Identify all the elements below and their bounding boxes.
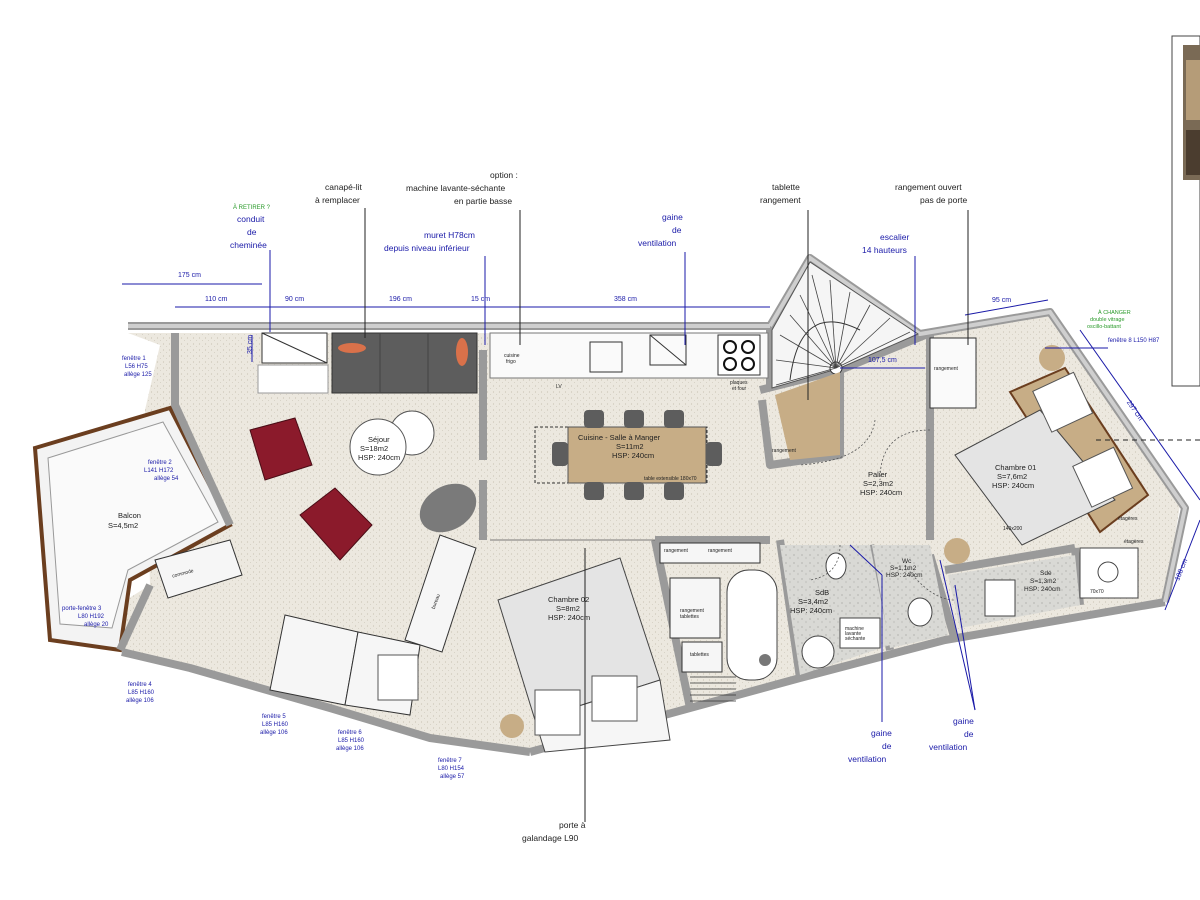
svg-text:110 cm: 110 cm bbox=[205, 296, 228, 303]
svg-text:175 cm: 175 cm bbox=[178, 272, 201, 279]
svg-text:95 cm: 95 cm bbox=[992, 297, 1011, 304]
leader-lines bbox=[269, 208, 1200, 822]
svg-text:commode: commode bbox=[172, 568, 195, 580]
label-lv: LV bbox=[556, 384, 562, 390]
commode: commode bbox=[154, 539, 243, 599]
svg-text:70x70: 70x70 bbox=[1090, 589, 1104, 595]
storage-bottom bbox=[269, 614, 421, 716]
sofa bbox=[331, 332, 478, 394]
coffee-tables bbox=[349, 410, 477, 533]
bed-chambre-01: 140x200 étagères étagères bbox=[954, 345, 1150, 546]
bed-chambre-02 bbox=[497, 557, 671, 753]
svg-text:90 cm: 90 cm bbox=[285, 296, 304, 303]
svg-text:35 cm: 35 cm bbox=[247, 335, 254, 354]
svg-text:rangement: rangement bbox=[934, 366, 959, 372]
dimension-lines bbox=[122, 283, 1200, 611]
svg-text:étagères: étagères bbox=[1118, 516, 1138, 522]
svg-text:À RETIRER ?: À RETIRER ? bbox=[233, 204, 271, 211]
label-table: table extensible 180x70 bbox=[644, 476, 697, 482]
svg-text:140x200: 140x200 bbox=[1003, 526, 1022, 532]
svg-text:rangement: rangement bbox=[772, 448, 797, 454]
wall-fill bbox=[128, 255, 1188, 603]
label-f8: fenêtre 8 L150 H87 bbox=[1108, 338, 1160, 344]
balcon bbox=[32, 405, 233, 653]
svg-text:bureau: bureau bbox=[431, 593, 442, 610]
fireplace bbox=[257, 332, 329, 394]
svg-text:étagères: étagères bbox=[1124, 539, 1144, 545]
svg-text:196 cm: 196 cm bbox=[389, 296, 412, 303]
armchairs bbox=[249, 417, 373, 561]
photo-thumbnail bbox=[1171, 35, 1200, 387]
bureau: bureau bbox=[404, 534, 477, 653]
svg-text:rangement: rangement bbox=[664, 548, 689, 554]
dining-table: table extensible 180x70 bbox=[534, 410, 722, 500]
svg-text:rangement: rangement bbox=[708, 548, 733, 554]
wc-room bbox=[872, 545, 948, 648]
sde-room: 70x70 bbox=[944, 538, 1139, 628]
doors bbox=[490, 419, 956, 601]
svg-text:358 cm: 358 cm bbox=[614, 296, 637, 303]
svg-text:15 cm: 15 cm bbox=[471, 296, 490, 303]
svg-text:107,5 cm: 107,5 cm bbox=[868, 357, 897, 364]
svg-text:tablettes: tablettes bbox=[690, 652, 709, 658]
